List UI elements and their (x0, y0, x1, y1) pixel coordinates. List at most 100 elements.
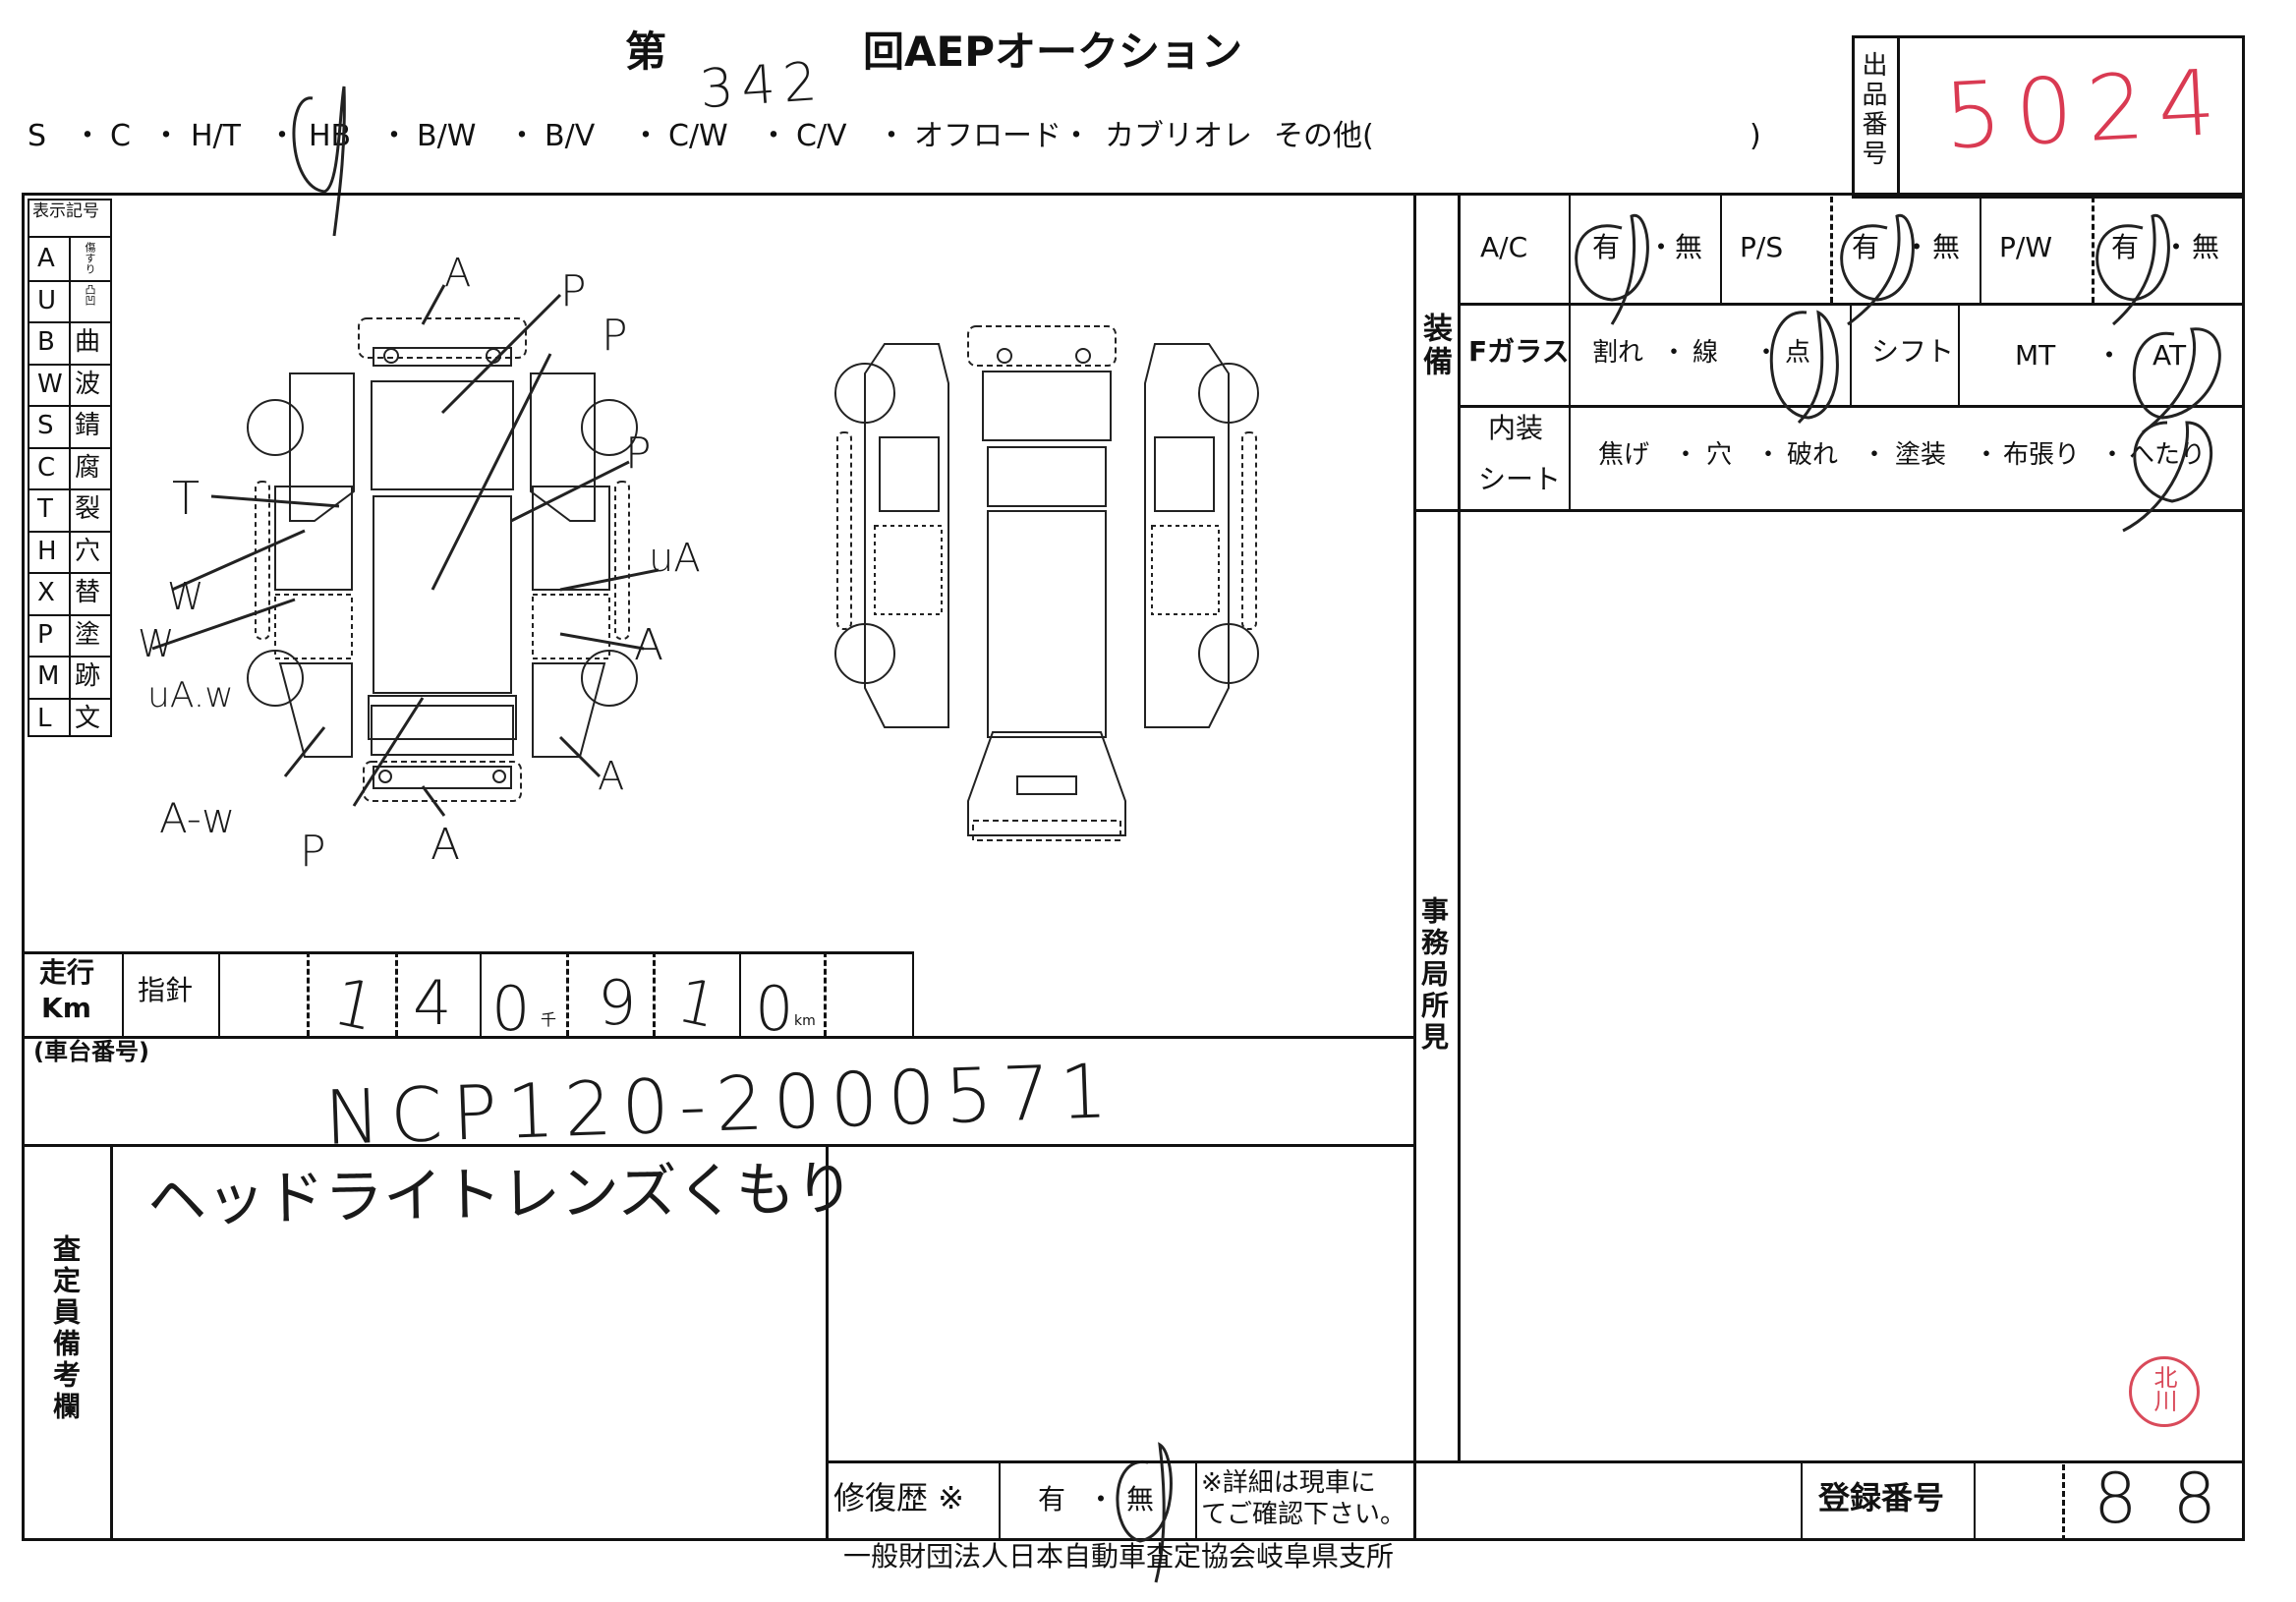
ps-no[interactable]: 無 (1932, 231, 1961, 263)
legend-meaning: 波 (75, 369, 101, 399)
damage-mark: P (560, 266, 587, 316)
legend-meaning: 塗 (75, 619, 101, 650)
interior-option[interactable]: 破れ (1787, 440, 1839, 470)
pw-yes[interactable]: 有 (2111, 231, 2140, 263)
equipment-label: 装備 (1417, 313, 1452, 379)
body-type-cv[interactable]: C/V (796, 119, 847, 153)
legend-meaning: 錆 (75, 411, 101, 440)
legend-code: S (37, 411, 54, 440)
legend-meaning: 凸凹 (84, 283, 96, 306)
registration-value: 88 (2094, 1459, 2253, 1539)
legend-meaning: 裂 (75, 494, 101, 524)
inspector-remarks-text: ヘッドライトレンズくもり (146, 1154, 855, 1236)
repair-history-yes[interactable]: 有 (1038, 1483, 1066, 1516)
legend-code: W (37, 369, 63, 399)
separator: ・ (2095, 339, 2124, 372)
separator: ・ (1862, 440, 1888, 470)
damage-mark: A-w (159, 794, 236, 842)
interior-options: 焦げ ・ 穴 ・ 破れ ・ 塗装 ・ 布張り ・ へたり (1598, 442, 2208, 474)
damage-mark: P (300, 827, 326, 877)
auction-title: 回AEPオークション (863, 28, 1242, 76)
damage-mark: A (430, 820, 461, 870)
other-label: その他( (1274, 119, 1374, 153)
separator: ・ (2162, 231, 2191, 263)
car-diagram-top (247, 317, 638, 802)
repair-history-no[interactable]: 無 (1126, 1483, 1155, 1516)
repair-note-line2: てご確認下さい。 (1201, 1500, 1406, 1529)
body-type-bv[interactable]: B/V (545, 119, 596, 153)
unit-km: km (794, 1013, 816, 1029)
shift-option-mt[interactable]: MT (2015, 339, 2056, 372)
separator: ・ (151, 119, 181, 153)
damage-mark: uA.w (147, 675, 234, 715)
separator: ・ (1087, 1483, 1116, 1516)
glass-option-spot[interactable]: 点 (1785, 338, 1811, 368)
mileage-digit: 0 (491, 973, 531, 1045)
legend-meaning: 曲 (75, 327, 101, 357)
legend-code: X (37, 578, 55, 607)
repair-history-label: 修復歴 ※ (833, 1479, 964, 1516)
interior-option[interactable]: 焦げ (1598, 440, 1650, 470)
body-type-c[interactable]: C (110, 119, 131, 153)
car-diagram-side (834, 325, 1259, 841)
separator: ・ (507, 119, 537, 153)
legend-code: A (37, 244, 55, 273)
interior-option[interactable]: 塗装 (1895, 440, 1947, 470)
interior-option[interactable]: 布張り (2003, 440, 2081, 470)
registration-label: 登録番号 (1818, 1479, 1945, 1516)
body-type-cabriolet[interactable]: カブリオレ (1105, 119, 1252, 153)
ac-yes[interactable]: 有 (1592, 231, 1621, 263)
mileage-digit: 9 (598, 967, 637, 1039)
indicator-label: 指針 (138, 974, 194, 1006)
pw-no[interactable]: 無 (2192, 231, 2220, 263)
inspector-remarks-label: 査定員備考欄 (49, 1234, 82, 1423)
inspector-stamp: 北川 (2129, 1356, 2200, 1427)
repair-note-line1: ※詳細は現車に (1201, 1468, 1376, 1498)
legend-code: U (37, 285, 57, 315)
session-number: 342 (697, 49, 828, 121)
pw-label: P/W (1999, 231, 2053, 263)
body-type-offroad[interactable]: オフロード (914, 119, 1062, 153)
ac-no[interactable]: 無 (1675, 231, 1703, 263)
hb-circle-mark (292, 86, 346, 237)
body-type-bw[interactable]: B/W (417, 119, 477, 153)
lot-number-box (1852, 35, 2245, 199)
damage-mark: uA (649, 536, 701, 581)
legend-code: P (37, 619, 53, 650)
separator: ・ (759, 119, 788, 153)
lot-number-label: 出品番号 (1858, 51, 1887, 169)
legend-code: L (37, 703, 52, 733)
body-type-s[interactable]: S (28, 119, 47, 153)
legend-meaning: 穴 (75, 536, 101, 566)
interior-option[interactable]: 穴 (1706, 440, 1733, 470)
legend-code: C (37, 452, 56, 483)
body-type-cw[interactable]: C/W (668, 119, 728, 153)
stamp-text: 北川 (2150, 1365, 2177, 1412)
chassis-label: (車台番号) (33, 1038, 149, 1065)
separator: ・ (1903, 231, 1931, 263)
session-prefix: 第 (625, 28, 667, 76)
seat-label: シート (1478, 463, 1562, 495)
lot-number-value: 5024 (1941, 49, 2232, 170)
interior-option[interactable]: へたり (2129, 440, 2207, 470)
legend-meaning: 傷すり (84, 242, 96, 274)
legend-code: T (37, 494, 53, 524)
other-close: ) (1750, 119, 1761, 153)
damage-annotation-lines (151, 284, 660, 817)
damage-mark: P (602, 311, 628, 361)
body-type-ht[interactable]: H/T (191, 119, 241, 153)
separator: ・ (379, 119, 409, 153)
legend-meaning: 跡 (75, 661, 101, 691)
ps-yes[interactable]: 有 (1852, 231, 1880, 263)
shift-option-at[interactable]: AT (2152, 339, 2187, 372)
separator: ・ (2099, 440, 2126, 470)
separator: ・ (631, 119, 660, 153)
damage-mark: A (444, 251, 472, 296)
shift-label: シフト (1871, 335, 1955, 368)
separator: ・ (877, 119, 906, 153)
legend-meaning: 文 (75, 703, 101, 733)
glass-option-line[interactable]: 線 (1693, 338, 1719, 368)
damage-mark: A (634, 620, 664, 670)
separator: ・ (267, 119, 297, 153)
glass-option-crack[interactable]: 割れ (1592, 338, 1644, 368)
